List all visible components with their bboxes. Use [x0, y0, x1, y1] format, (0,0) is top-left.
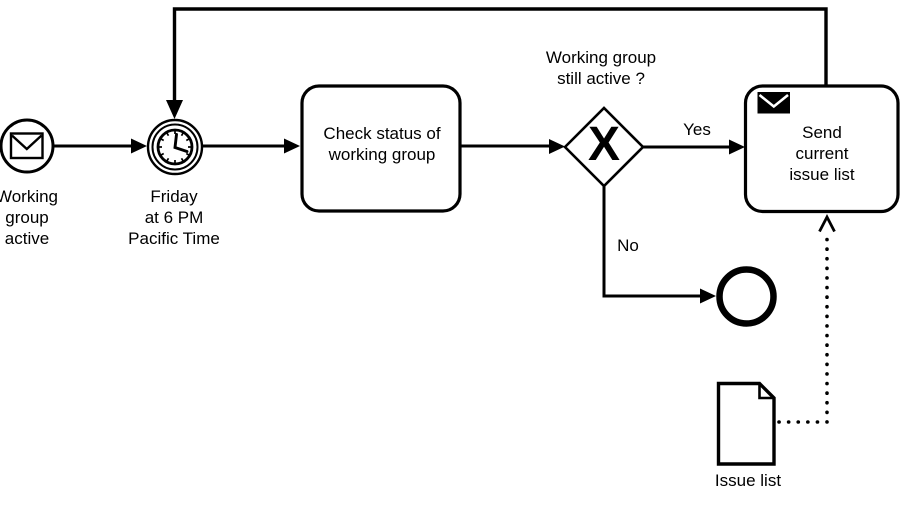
timer-event	[146, 118, 204, 176]
send-task-label: Send current issue list	[789, 123, 855, 184]
message-icon	[9, 132, 44, 160]
check-task-label: Check status of working group	[323, 124, 441, 164]
send-task	[743, 84, 900, 214]
end-event	[716, 266, 777, 327]
data-object-label: Issue list	[714, 471, 782, 490]
start-event	[0, 118, 55, 174]
flow-yes	[643, 139, 745, 155]
exclusive-gateway	[563, 106, 645, 188]
flow-timer-to-check	[202, 138, 300, 154]
association-open-arrowhead	[818, 213, 836, 233]
flow-no	[602, 186, 716, 304]
loop-flow-arrowhead	[166, 100, 183, 119]
flow-start-to-timer	[54, 138, 147, 154]
loop-flow	[166, 7, 828, 119]
data-object	[716, 381, 776, 466]
gateway-label: Working group still active ?	[545, 48, 657, 88]
association-issue-list	[777, 213, 836, 424]
send-message-icon	[757, 92, 790, 114]
start-event-label: Working group active	[0, 187, 59, 248]
check-task	[300, 84, 462, 213]
gateway-x-marker: X	[587, 118, 621, 172]
no-flow-label: No	[617, 236, 639, 255]
flow-check-to-gateway	[460, 139, 565, 154]
document-icon	[716, 381, 776, 466]
clock-icon	[156, 128, 194, 166]
timer-event-label: Friday at 6 PM Pacific Time	[128, 187, 220, 248]
yes-flow-label: Yes	[683, 120, 711, 139]
